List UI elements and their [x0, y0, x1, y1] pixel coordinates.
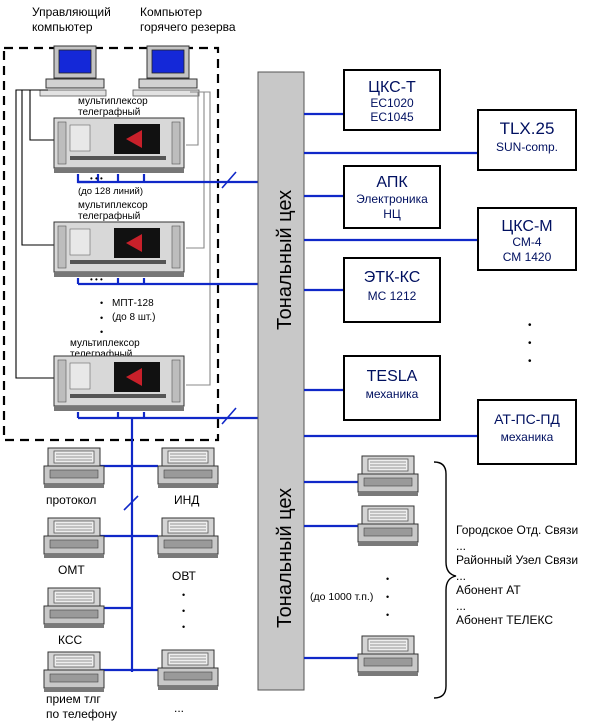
printer-icon [43, 651, 105, 693]
lines-note: (до 128 линий) [78, 186, 143, 197]
control-computer-icon [39, 45, 107, 97]
subscriber-list-item: Абонент АТ [456, 583, 521, 597]
printer-icon [357, 635, 419, 677]
station-title: TESLA [367, 368, 418, 385]
printer-icon [43, 517, 105, 559]
subscriber-dot: • [386, 574, 389, 584]
station-title: АПК [376, 174, 408, 191]
printer-icon [357, 505, 419, 547]
mux-label-1a: мультиплексор [78, 96, 148, 107]
reserve-computer-label-1: Компьютер [140, 5, 202, 19]
mpt-dot-1: • [100, 298, 103, 308]
bus-slash [123, 495, 139, 511]
station-detail: СМ 1420 [503, 250, 552, 264]
printer-label-kss: КСС [58, 633, 83, 647]
station-detail: механика [366, 387, 419, 401]
station-detail: НЦ [383, 207, 401, 221]
mux-label-3a: мультиплексор [70, 338, 140, 349]
reserve-cable [186, 91, 211, 386]
subscriber-dot: • [386, 610, 389, 620]
station-title: TLX.25 [500, 119, 555, 138]
printer-icon [43, 587, 105, 629]
station-detail: СМ-4 [512, 235, 542, 249]
tonal-shop-label-bottom: Тональный цех [274, 488, 296, 628]
station-detail: механика [501, 430, 554, 444]
subscriber-dot: • [386, 592, 389, 602]
station-detail: ЕС1020 [370, 96, 414, 110]
trunk-slash [221, 407, 237, 425]
subscriber-list-item: ... [456, 569, 466, 583]
printer-icon [157, 447, 219, 489]
reserve-cable [186, 91, 199, 146]
station-title: ЭТК-КС [364, 269, 421, 286]
control-cable [29, 89, 54, 141]
subscriber-list-item: Районный Узел Связи [456, 553, 578, 567]
station-tlx25 [477, 109, 577, 171]
reserve-cable [186, 91, 205, 249]
station-cks-t [343, 69, 441, 131]
printer-ellipsis: ... [174, 701, 184, 715]
station-detail: SUN-comp. [496, 140, 558, 154]
subscriber-list-item: Абонент ТЕЛЕКС [456, 613, 553, 627]
control-computer-label-1: Управляющий [32, 5, 111, 19]
printer-icon [43, 447, 105, 489]
control-computer-label-2: компьютер [32, 20, 93, 34]
mpt-dot-2: • [100, 313, 103, 323]
station-dot: • [528, 338, 532, 349]
tonal-shop-bar [257, 71, 305, 691]
mpt-label: МПТ-128 [112, 298, 154, 309]
printer-label-phone-2: по телефону [46, 707, 117, 721]
printer-label-ovt: ОВТ [172, 569, 197, 583]
station-at-ps-pd [477, 399, 577, 465]
mpt-count: (до 8 шт.) [112, 312, 155, 323]
brace-icon [433, 461, 457, 699]
printer-label-ind: ИНД [174, 493, 199, 507]
printer-label-omt: ОМТ [58, 563, 85, 577]
mux-label-2a: мультиплексор [78, 200, 148, 211]
station-detail: ЕС1045 [370, 110, 414, 124]
tonal-shop-label-top: Тональный цех [274, 190, 296, 330]
printer-dot: • [182, 590, 185, 600]
control-cable [21, 89, 54, 246]
station-etk-ks [343, 257, 441, 323]
mpt-dot-3: • [100, 327, 103, 337]
multiplexer-icon [53, 117, 185, 174]
mux-dots-1: • • • [90, 174, 103, 183]
multiplexer-icon [53, 355, 185, 412]
reserve-computer-icon [132, 45, 200, 97]
printer-label-phone-1: прием тлг [46, 692, 101, 706]
printer-icon [157, 517, 219, 559]
subscriber-note: (до 1000 т.п.) [310, 591, 373, 603]
station-tesla [343, 355, 441, 421]
printer-icon [157, 649, 219, 691]
printer-icon [357, 455, 419, 497]
station-cks-m [477, 207, 577, 271]
subscriber-list-item: ... [456, 539, 466, 553]
station-detail: Электроника [356, 192, 428, 206]
control-cable [15, 89, 54, 379]
trunk-slash [221, 171, 237, 189]
printer-label-protocol: протокол [46, 493, 96, 507]
station-dot: • [528, 356, 532, 367]
mux-label-2b: телеграфный [78, 210, 140, 222]
station-title: ЦКС-Т [368, 79, 416, 96]
printer-dot: • [182, 606, 185, 616]
mux-dots-2: • • • [90, 275, 103, 284]
subscriber-list-item: ... [456, 599, 466, 613]
station-title: АТ-ПС-ПД [494, 411, 560, 427]
printer-dot: • [182, 622, 185, 632]
multiplexer-icon [53, 221, 185, 278]
station-dot: • [528, 320, 532, 331]
mux-label-1b: телеграфный [78, 106, 140, 118]
station-detail: МС 1212 [368, 289, 417, 303]
station-apk [343, 165, 441, 229]
control-room-boundary [2, 46, 220, 442]
reserve-computer-label-2: горячего резерва [140, 20, 236, 34]
mux-line [76, 174, 90, 184]
station-title: ЦКС-М [501, 218, 552, 235]
subscriber-list-item: Городское Отд. Связи [456, 523, 578, 537]
